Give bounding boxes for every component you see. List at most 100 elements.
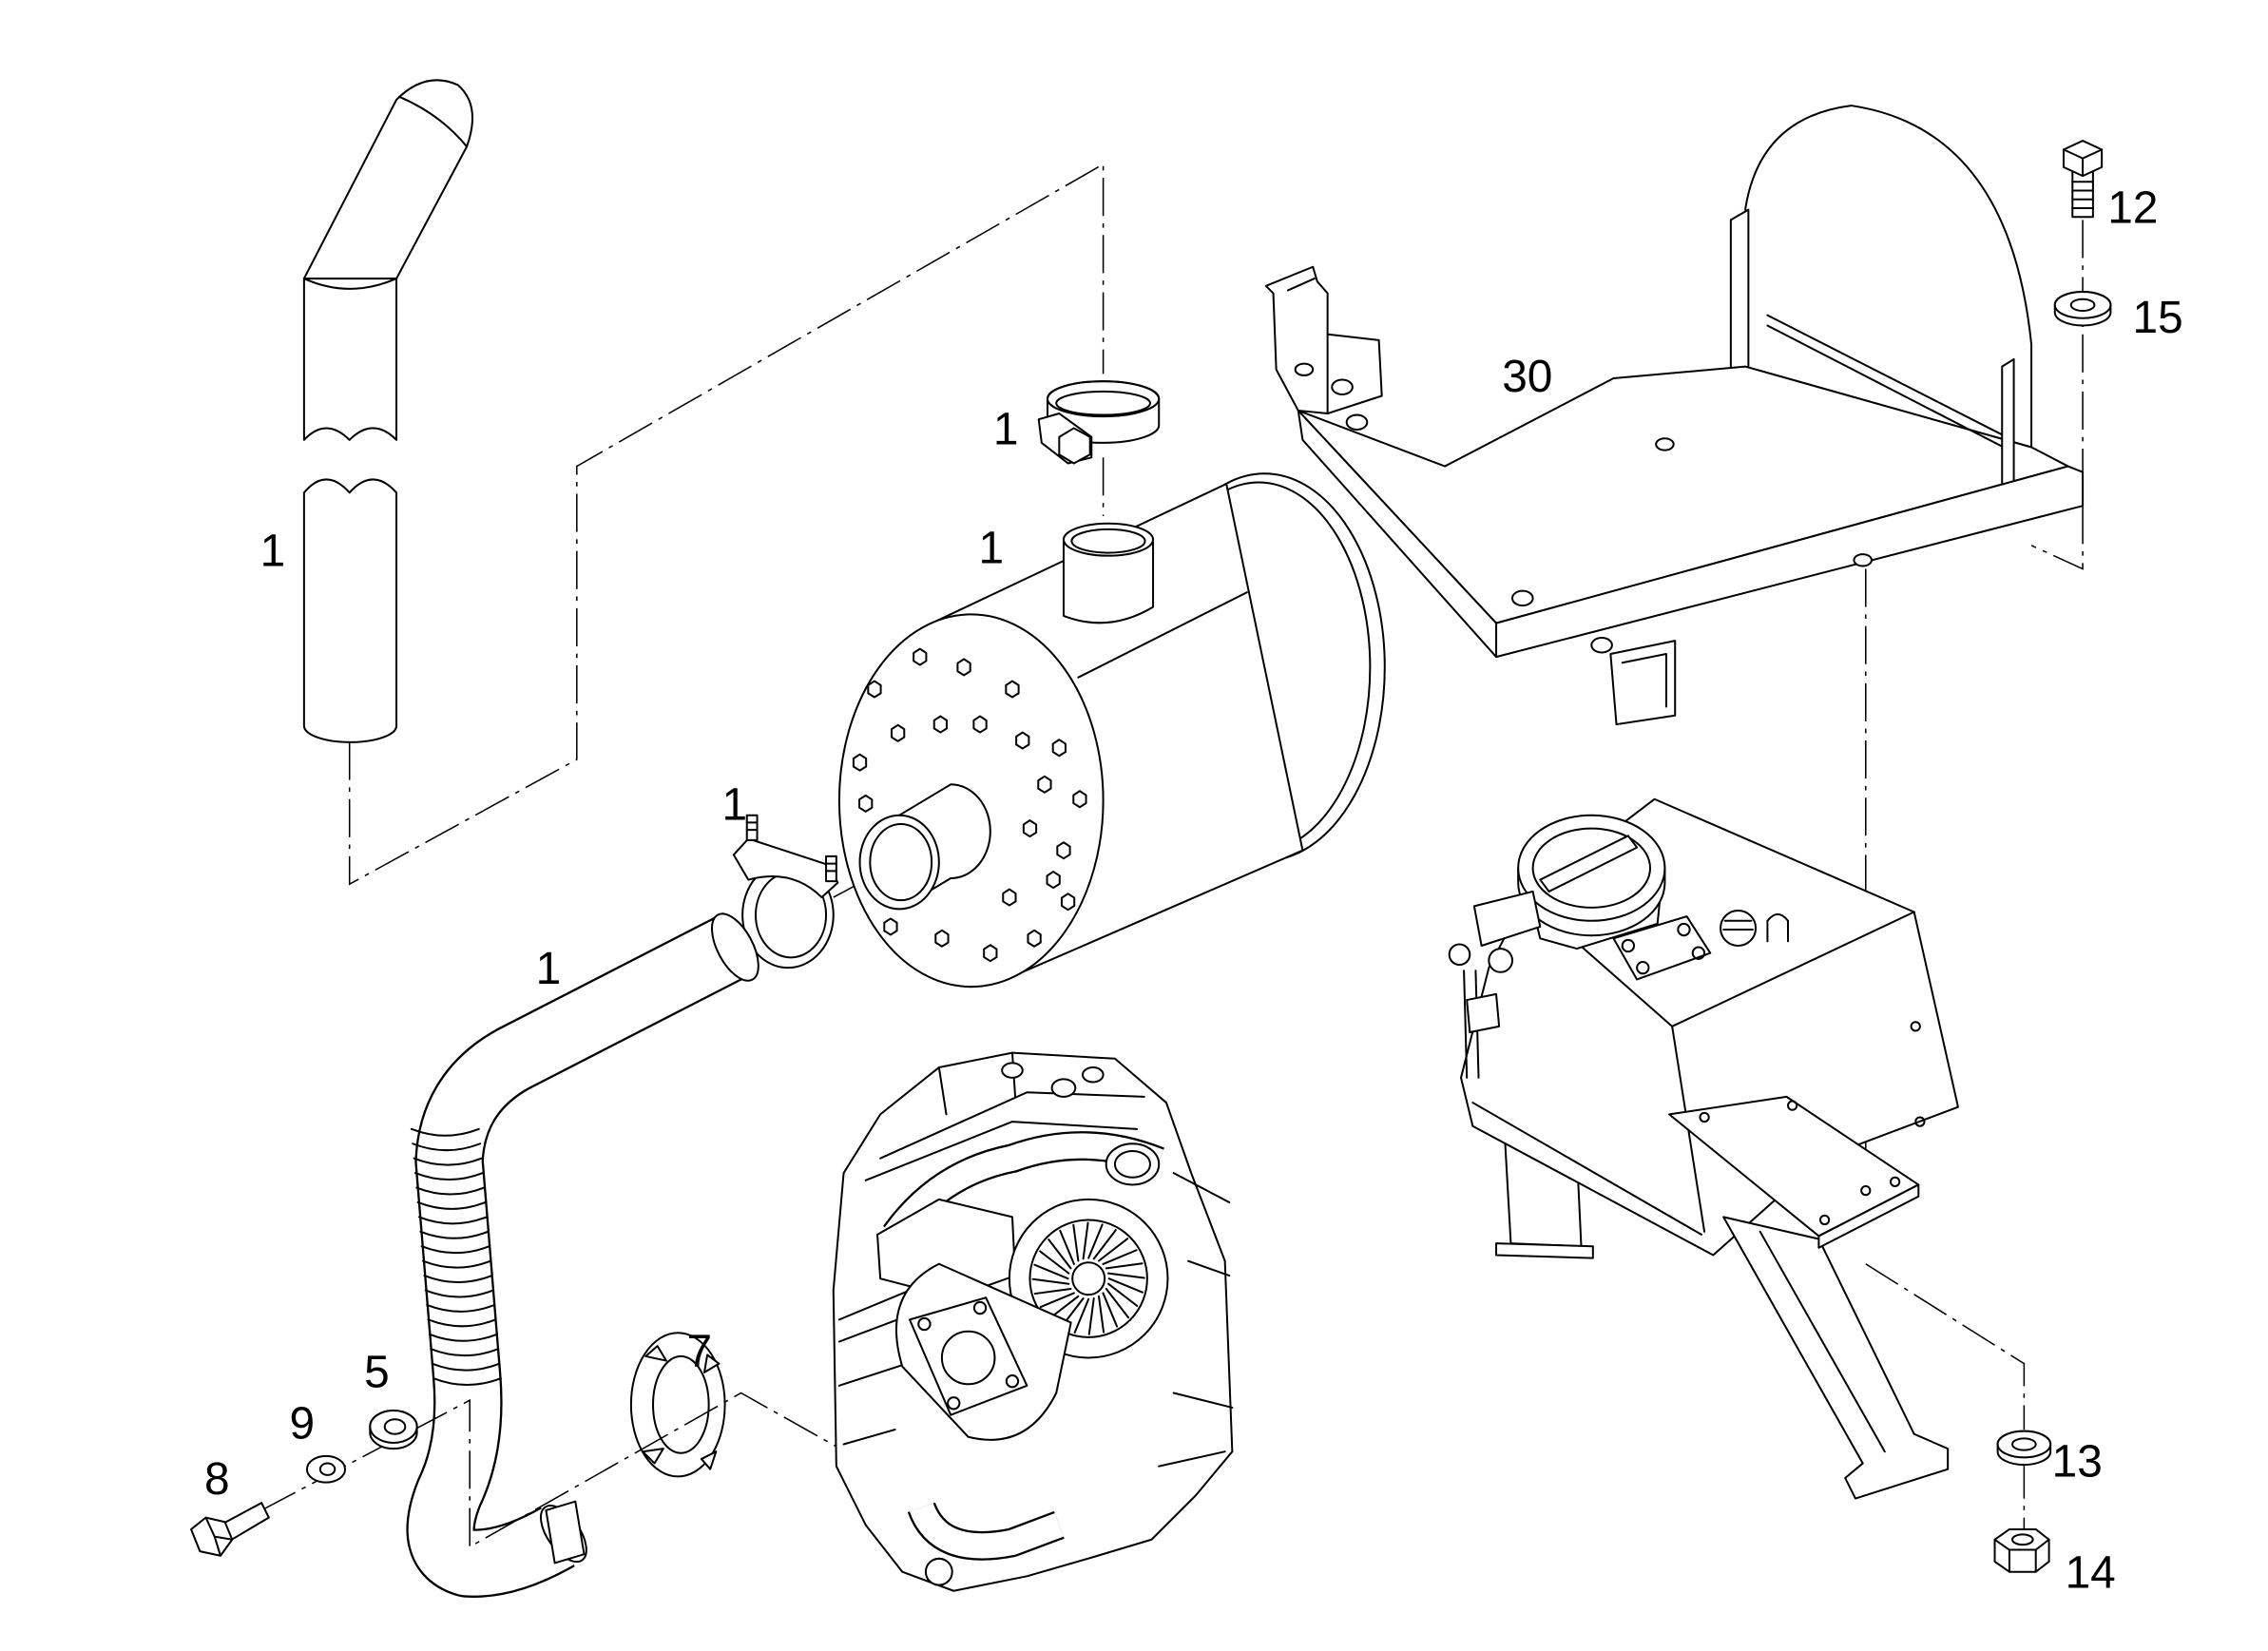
callout-bolt-bottom: 8 — [204, 1454, 230, 1505]
washer-bottom-hole — [2011, 1437, 2037, 1451]
tank-plate-hole — [1699, 1111, 1710, 1123]
gasket — [629, 1332, 726, 1478]
hose-rib — [412, 1142, 482, 1152]
band-clamp — [1037, 380, 1161, 465]
bracket-hole — [1590, 637, 1613, 654]
muffler-outlet-bore — [869, 822, 933, 902]
bracket-hole — [1331, 378, 1354, 395]
bracket-back-plate — [1744, 105, 2033, 449]
pump-lever-tab — [1466, 992, 1501, 1034]
compressor-fin — [1031, 1277, 1070, 1285]
hose-rib — [431, 1362, 501, 1372]
hose-corrugations — [410, 1127, 502, 1386]
hose-rib — [428, 1333, 498, 1342]
callout-washer-bottom: 13 — [2052, 1436, 2103, 1487]
compressor-fin — [1105, 1262, 1144, 1270]
hose-rib — [430, 1348, 500, 1357]
muffler — [837, 472, 1386, 989]
compressor-fin — [1087, 1223, 1104, 1259]
tailpipe-upper-section — [302, 278, 398, 441]
callout-v-clamp: 1 — [722, 779, 748, 830]
muffler-inlet-bore — [1070, 528, 1146, 554]
bracket-mounting-tab — [1264, 265, 1383, 415]
compressor-fin — [1097, 1295, 1105, 1334]
nut-bottom-bore — [2011, 1533, 2034, 1546]
hose-rib — [422, 1259, 492, 1269]
muffler-hole — [1056, 841, 1071, 860]
tailpipe-elbow — [302, 79, 473, 280]
callout-bolt-top: 12 — [2107, 182, 2158, 233]
v-clamp-stud-left — [745, 814, 759, 841]
washer-large — [369, 1410, 418, 1450]
v-clamp — [732, 814, 839, 969]
bracket-hole — [1853, 553, 1873, 567]
pump-flange-bolt — [1636, 960, 1650, 975]
hose-rib — [424, 1289, 494, 1298]
muffler-hole — [1060, 893, 1076, 912]
tailpipe-cap-edge — [398, 95, 469, 148]
muffler-hole — [883, 917, 898, 936]
bracket-30 — [1264, 105, 2085, 726]
turbine-flange-hole — [1005, 1373, 1020, 1389]
callout-muffler-inlet-pipe: 1 — [978, 523, 1004, 573]
muffler-holes — [852, 647, 1087, 963]
pump-fitting — [1488, 948, 1514, 973]
callout-band-clamp: 1 — [993, 404, 1019, 454]
tank-assembly — [1448, 797, 1959, 1500]
bracket-side-lip — [1297, 409, 1498, 659]
leader-bolt12 — [2030, 220, 2084, 570]
muffler-inlet-pipe — [1062, 538, 1155, 624]
gasket-inner — [652, 1354, 710, 1454]
compressor-fin — [1102, 1249, 1138, 1265]
tank-hole — [1910, 1021, 1921, 1032]
muffler-outlet-rim — [858, 814, 940, 911]
muffler-hole — [956, 658, 971, 677]
compressor-fin — [1072, 1223, 1080, 1262]
tank-filler-cap-ridges — [1722, 919, 1754, 931]
tank-plate-hole — [1787, 1100, 1798, 1111]
compressor-outlet-bore — [1113, 1149, 1151, 1179]
hose-flange-tab — [545, 1500, 586, 1565]
pump-cap-handle — [1539, 835, 1639, 893]
callout-labels: 1 1 1 1 1 30 12 15 13 14 5 9 8 7 — [204, 182, 2183, 1598]
compressor-fin — [1107, 1277, 1144, 1294]
bracket-tab-edges — [1286, 278, 1329, 415]
compressor-fin — [1082, 1221, 1089, 1260]
muffler-hole — [858, 794, 874, 813]
callout-bracket: 30 — [1502, 352, 1552, 402]
tank-plate-hole — [1889, 1176, 1901, 1187]
bracket-slot — [1766, 314, 2008, 449]
tank-support-leg-edge — [1759, 1230, 1886, 1453]
muffler-hole — [1027, 929, 1042, 948]
compressor-fin — [1059, 1229, 1075, 1265]
bracket-hole — [1655, 437, 1675, 451]
compressor-fin — [1033, 1287, 1072, 1296]
hose-rib — [417, 1216, 488, 1225]
bolt-bottom-head-edges — [204, 1516, 234, 1557]
washer-small-hole — [318, 1462, 336, 1476]
muffler-hole — [1037, 775, 1052, 794]
compressor-fin — [1092, 1229, 1117, 1260]
v-clamp-stud-right — [825, 854, 837, 883]
turbine-bore — [940, 1330, 996, 1386]
hose-rib — [426, 1303, 496, 1313]
turbine-flange-hole — [917, 1316, 932, 1332]
compressor-fin — [1073, 1297, 1090, 1334]
muffler-hole — [852, 753, 868, 772]
bracket-left-fin — [1729, 208, 1750, 374]
washer-top-hole — [2069, 298, 2096, 313]
tailpipe-joint — [302, 278, 398, 290]
bracket-hole — [1345, 413, 1369, 431]
leader-nut14 — [1865, 1263, 2026, 1531]
muffler-hole — [934, 929, 950, 948]
muffler-hole — [932, 715, 949, 734]
turbine-flange-hole — [972, 1300, 988, 1315]
engine-boss — [1050, 1078, 1077, 1098]
hose-rib — [423, 1275, 493, 1283]
callout-intake-hose: 1 — [536, 944, 562, 994]
engine-boss — [1082, 1066, 1105, 1084]
compressor-hub — [1071, 1261, 1106, 1296]
engine-lower-pipe-fill — [909, 1502, 1064, 1559]
muffler-hole — [1051, 739, 1067, 758]
